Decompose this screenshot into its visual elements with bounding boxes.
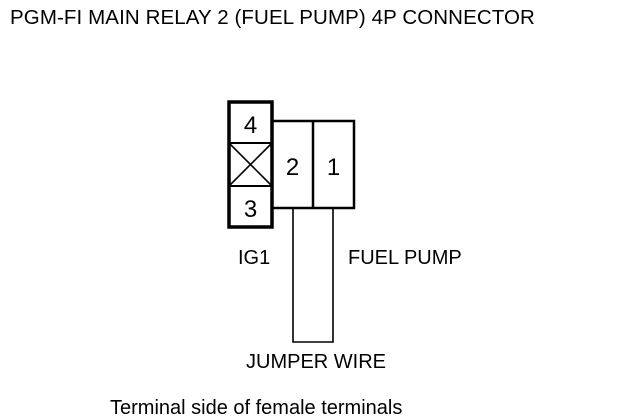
jumper-wire-label: JUMPER WIRE <box>246 351 386 373</box>
pin-3-number: 3 <box>244 196 257 223</box>
fuel-pump-label: FUEL PUMP <box>348 247 462 269</box>
x-box-icon <box>228 142 273 187</box>
pin-2-number: 2 <box>286 154 299 181</box>
pin-4-number: 4 <box>244 112 257 139</box>
diagram-title: PGM-FI MAIN RELAY 2 (FUEL PUMP) 4P CONNE… <box>10 6 535 29</box>
ig1-label: IG1 <box>238 247 271 269</box>
jumper-wire <box>292 208 334 343</box>
pin-1-number: 1 <box>327 154 340 181</box>
terminal-side-caption: Terminal side of female terminals <box>110 397 403 419</box>
connector-body <box>227 100 356 229</box>
